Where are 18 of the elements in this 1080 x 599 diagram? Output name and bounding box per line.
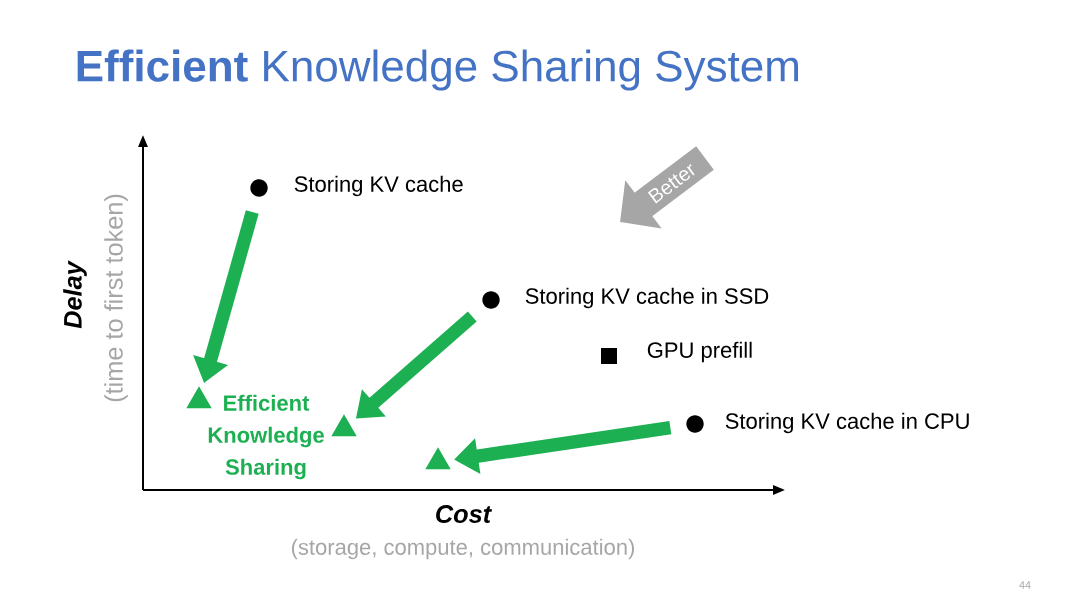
point-label: Storing KV cache [294,175,463,197]
axis-title: Cost [436,505,492,523]
axis-title: Delay [63,260,87,329]
point-label: Storing KV cache in CPU [725,412,969,434]
dot-marker [482,291,500,309]
dot-marker [686,415,704,433]
axis-subtitle: (storage, compute, communication) [291,538,634,560]
point-label: Efficient Knowledge Sharing [208,394,324,480]
triangle-marker [331,414,357,437]
dot-marker [250,179,268,197]
triangle-marker [186,386,212,409]
triangle-marker [425,447,451,470]
point-label: Storing KV cache in SSD [525,287,769,309]
point-label: GPU prefill [647,341,752,363]
page-number: 44 [1019,581,1031,589]
slide-title: Efficient Knowledge Sharing System [77,49,798,91]
axis-subtitle: (time to first token) [104,194,128,402]
square-marker [601,348,617,364]
